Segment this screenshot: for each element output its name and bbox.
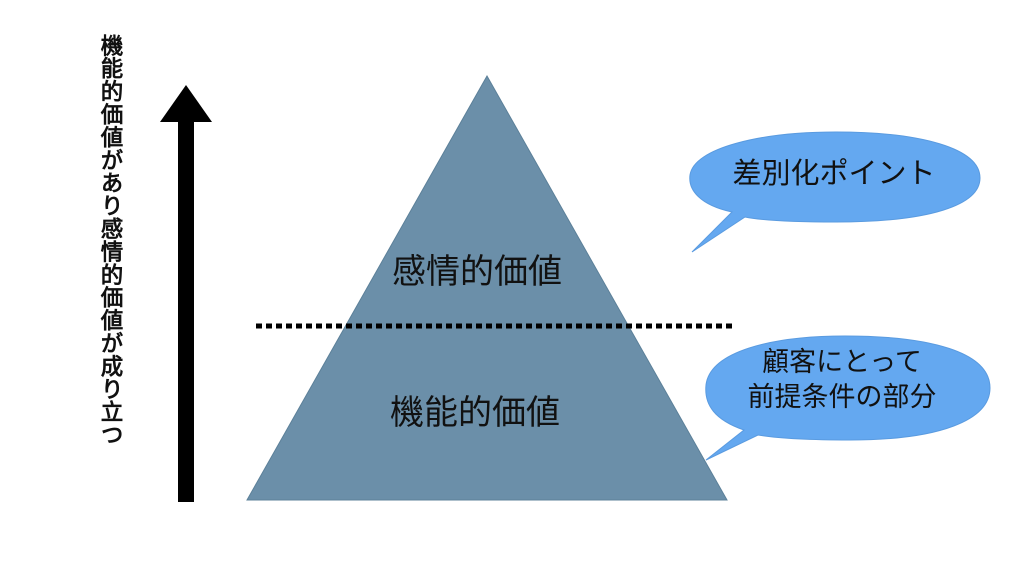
callout-bottom-bubble	[705, 335, 991, 461]
callout-top-text: 差別化ポイント	[732, 156, 936, 190]
pyramid-triangle	[246, 74, 728, 501]
callout-bottom-text: 顧客にとって 前提条件の部分	[708, 345, 976, 415]
pyramid-top-label: 感情的価値	[392, 252, 562, 292]
callout-bottom-line1: 顧客にとって	[762, 347, 922, 378]
callout-bottom-line2: 前提条件の部分	[747, 382, 937, 413]
callout-top-bubble	[689, 131, 981, 253]
upward-arrow	[160, 85, 212, 502]
callout-differentiation	[689, 131, 981, 253]
arrow-shaft	[178, 118, 194, 502]
pyramid-bottom-label: 機能的価値	[390, 393, 560, 433]
arrow-head	[160, 85, 212, 122]
vertical-caption: 機能的価値があり感情的価値が成り立つ	[97, 34, 123, 447]
callout-prerequisite	[705, 335, 991, 461]
